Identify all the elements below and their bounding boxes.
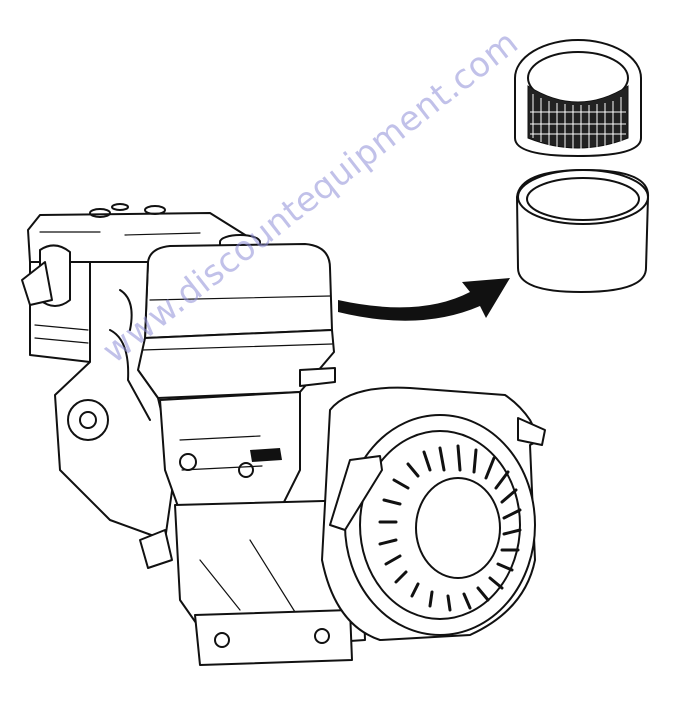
governor-boss <box>67 399 109 441</box>
pleat-mesh <box>527 85 629 149</box>
starter-handle <box>329 455 383 531</box>
starter-hub <box>415 477 501 579</box>
paper-filter-element <box>514 39 642 157</box>
vent-slots <box>378 444 522 612</box>
drain-plug <box>139 529 173 569</box>
choke-lever <box>21 261 53 306</box>
recoil-starter <box>321 386 546 641</box>
engine-drawing <box>21 203 546 666</box>
engine-base <box>194 609 353 666</box>
foam-pre-filter <box>516 169 650 293</box>
removal-arrow <box>338 278 510 321</box>
